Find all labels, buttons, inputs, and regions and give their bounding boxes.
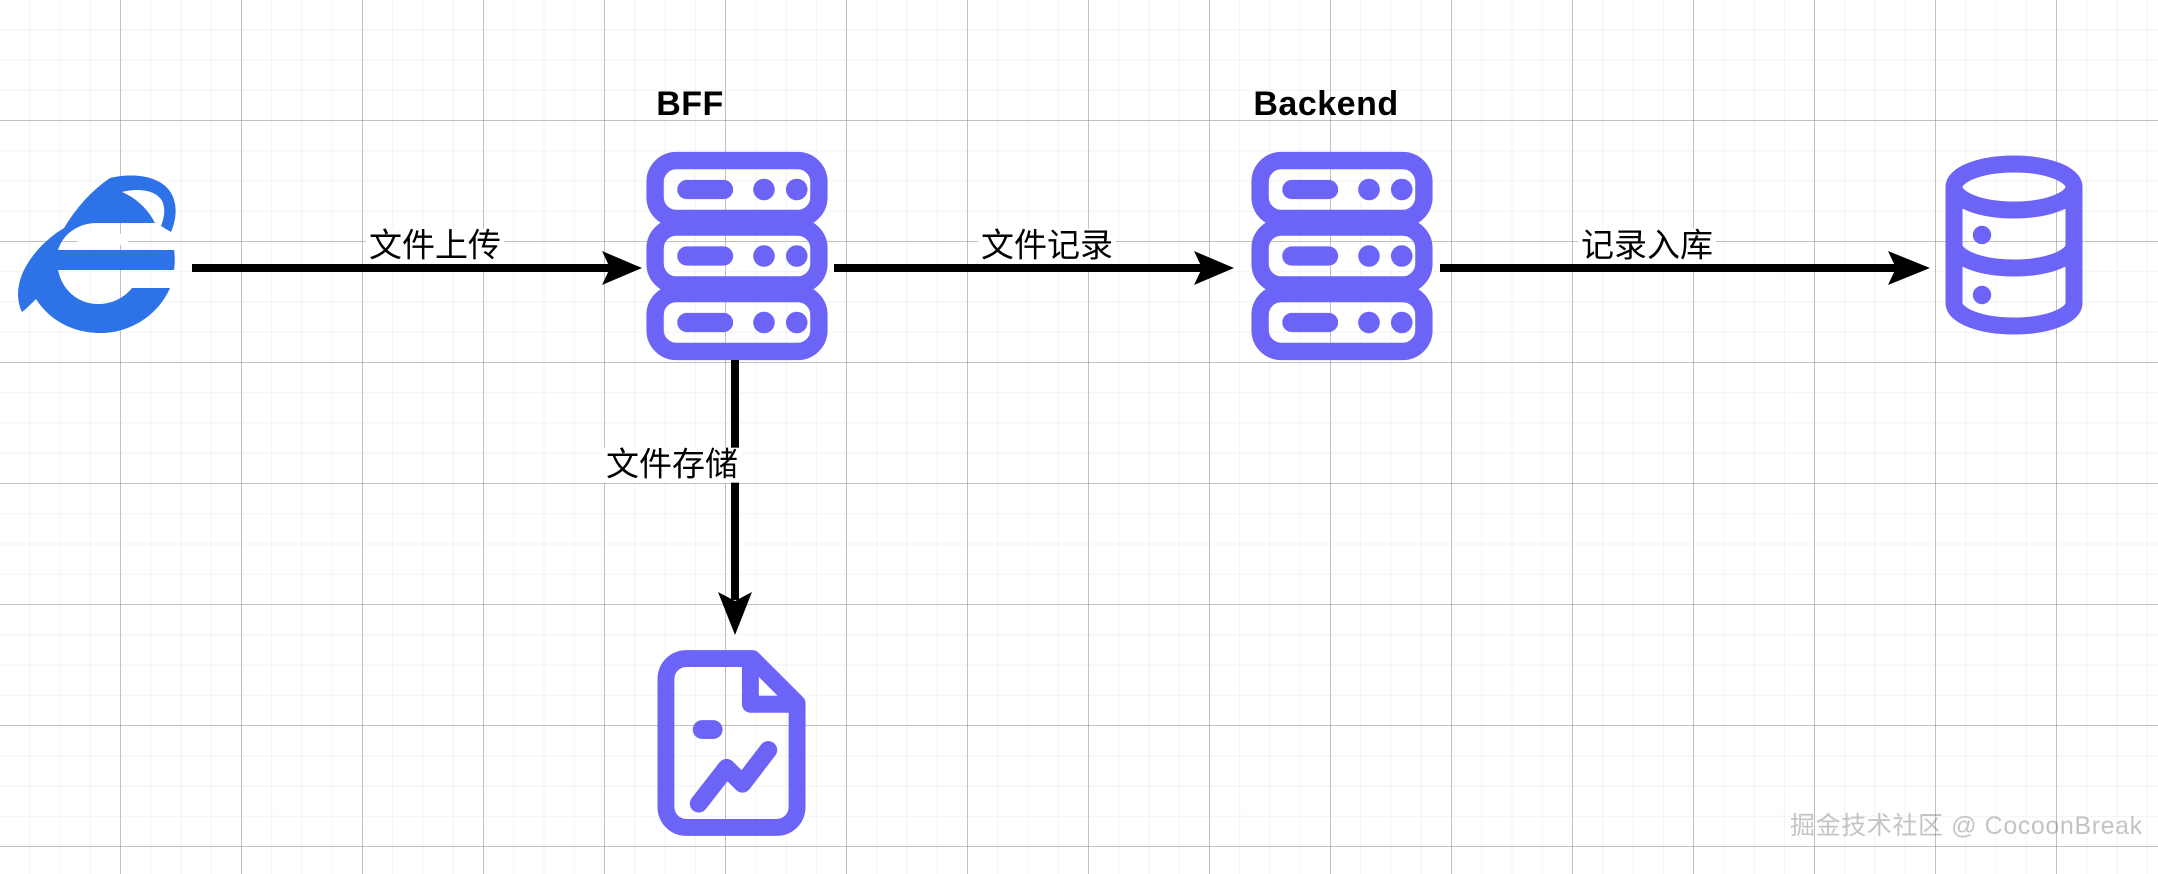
server-icon [646,151,828,361]
watermark-text: 掘金技术社区 @ CocoonBreak [1790,812,2143,840]
edge-label-record-insert: 记录入库 [1578,228,1716,264]
edge-label-file-storage: 文件存储 [603,447,741,483]
node-database[interactable] [1944,155,2084,335]
node-label-backend: Backend [1253,85,1399,123]
node-filestore[interactable] [655,648,810,838]
arrow-backend-to-database [1440,248,1930,288]
arrow-bff-to-filestore [715,360,755,635]
file-chart-icon [657,650,806,836]
arrow-browser-to-bff [192,248,642,288]
node-backend[interactable] [1249,150,1435,362]
internet-explorer-icon [18,175,176,333]
edge-label-file-upload: 文件上传 [366,228,504,264]
edge-label-file-record: 文件记录 [978,228,1116,264]
database-icon [1945,155,2083,335]
server-icon [1251,151,1433,361]
node-bff[interactable] [644,150,830,362]
arrow-bff-to-backend [834,248,1234,288]
node-label-bff: BFF [656,85,724,123]
node-browser[interactable] [18,160,193,340]
